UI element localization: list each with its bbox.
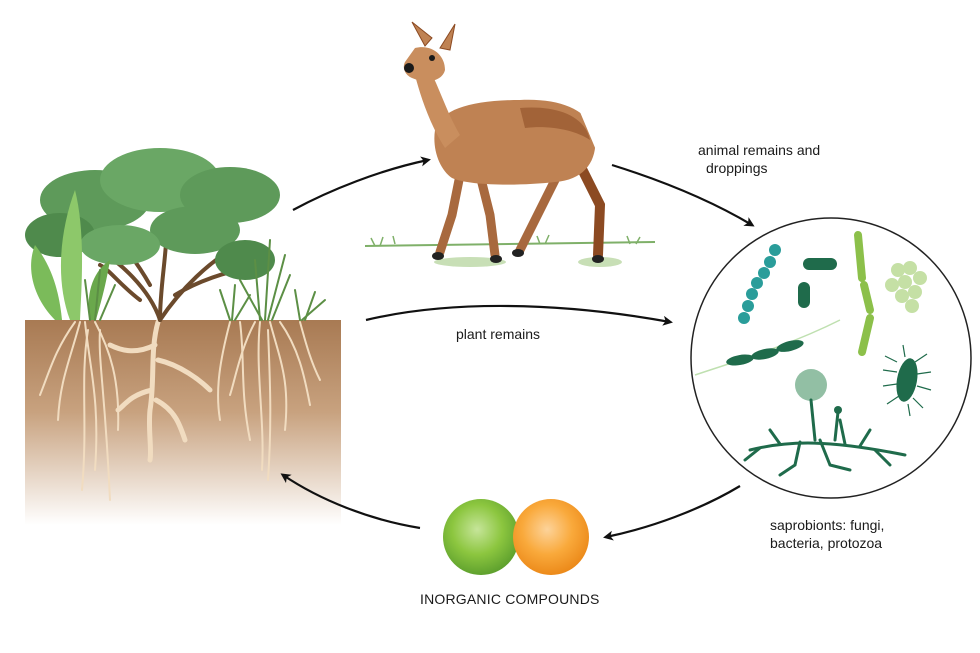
label-inorganic-compounds: INORGANIC COMPOUNDS <box>420 591 600 607</box>
label-line: saprobionts: fungi, <box>770 517 885 533</box>
cocci-cluster <box>885 261 927 313</box>
root-system <box>39 321 321 501</box>
label-line: droppings <box>706 160 768 176</box>
protozoan <box>882 344 932 417</box>
streptobacillus <box>694 319 841 376</box>
deer-neck <box>415 70 460 148</box>
broad-leaves <box>31 190 110 320</box>
rod-bacterium <box>798 282 810 308</box>
arrow-deer-to-microbes <box>611 163 755 227</box>
arrow-compounds-to-plant <box>280 473 421 530</box>
inorganic-compound-spheres <box>443 499 589 575</box>
cycle-arrows <box>280 156 755 541</box>
grass-tufts <box>84 239 326 321</box>
label-saprobionts: saprobionts: fungi, bacteria, protozoa <box>770 516 960 552</box>
deer-head <box>403 47 445 82</box>
plant-soil-illustration <box>25 148 341 525</box>
filament-bacterium <box>854 231 874 356</box>
compound-green-sphere <box>443 499 519 575</box>
arrow-plant-to-microbes <box>365 304 673 326</box>
label-animal-remains: animal remains and droppings <box>698 141 858 177</box>
taproot <box>107 319 213 463</box>
deer-illustration <box>364 21 656 267</box>
rod-bacterium <box>803 258 837 270</box>
arrow-plant-to-deer <box>292 156 431 211</box>
deer-ground <box>364 241 656 247</box>
arrow-microbes-to-compounds <box>603 485 741 541</box>
label-line: bacteria, protozoa <box>770 535 883 551</box>
label-plant-remains: plant remains <box>456 326 541 342</box>
label-line: animal remains and <box>698 142 821 158</box>
cocci-chain <box>738 244 781 324</box>
soil-block <box>25 320 341 525</box>
microbe-circle <box>690 217 972 499</box>
deer-body <box>434 99 596 185</box>
fungus-mycelium <box>743 369 907 477</box>
compound-orange-sphere <box>513 499 589 575</box>
